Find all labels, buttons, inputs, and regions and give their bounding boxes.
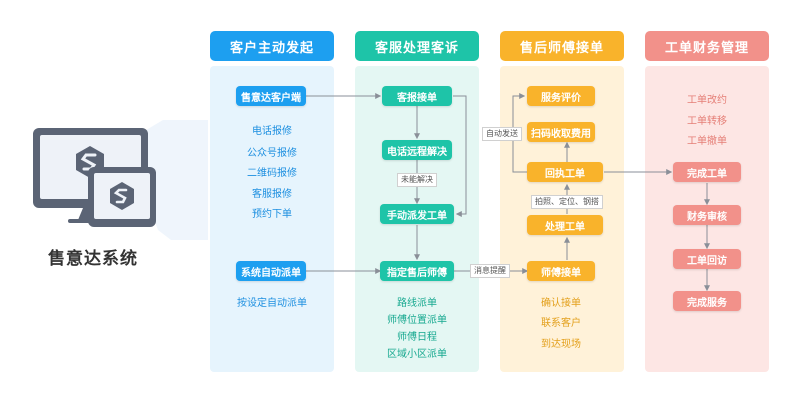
- list-item: 工单改约: [687, 95, 727, 106]
- tag-message: 消息提醒: [470, 264, 510, 278]
- column-bg-customer: [210, 66, 334, 372]
- header-worker: 售后师傅接单: [500, 31, 624, 61]
- list-item: 师傅位置派单: [387, 315, 447, 326]
- brand-title: 售意达系统: [48, 249, 138, 269]
- header-service: 客服处理客诉: [355, 31, 479, 61]
- node-manual-dispatch: 手动派发工单: [380, 204, 454, 224]
- node-auto-dispatch: 系统自动派单: [236, 261, 306, 281]
- node-assign-worker: 指定售后师傅: [380, 261, 454, 281]
- logo-icon-small: [110, 182, 134, 210]
- list-item: 公众号报修: [247, 148, 297, 159]
- node-done-service: 完成服务: [673, 291, 741, 311]
- tag-auto-send: 自动发送: [482, 127, 522, 141]
- list-item: 工单转移: [687, 116, 727, 127]
- node-eval: 服务评价: [527, 86, 595, 106]
- node-complete-order: 完成工单: [673, 162, 741, 182]
- node-process: 处理工单: [527, 215, 603, 235]
- node-revisit: 工单回访: [673, 249, 741, 269]
- list-item: 客服报修: [252, 189, 292, 200]
- node-return: 回执工单: [527, 162, 603, 182]
- node-accept: 师傅接单: [527, 261, 595, 281]
- list-item: 二维码报修: [247, 168, 297, 179]
- list-item: 师傅日程: [397, 332, 437, 343]
- list-item: 工单撤单: [687, 136, 727, 147]
- list-item: 路线派单: [397, 298, 437, 309]
- header-customer: 客户主动发起: [210, 31, 334, 61]
- node-remote: 电话远程解决: [382, 140, 452, 160]
- computer-illustration: [33, 120, 208, 240]
- list-item: 到达现场: [541, 339, 581, 350]
- node-receive: 客报接单: [382, 86, 452, 106]
- list-item: 按设定自动派单: [237, 298, 307, 309]
- list-item: 确认接单: [541, 298, 581, 309]
- node-fee: 扫码收取费用: [527, 122, 595, 142]
- list-item: 预约下单: [252, 209, 292, 220]
- arrow-receive-to-manual-side: [453, 95, 467, 217]
- node-finance-review: 财务审核: [673, 205, 741, 225]
- header-finance: 工单财务管理: [645, 31, 769, 61]
- tag-photo: 拍照、定位、钢搭: [531, 195, 603, 209]
- list-item: 联系客户: [541, 318, 581, 329]
- list-item: 区域小区派单: [387, 349, 447, 360]
- tag-unresolved: 未能解决: [397, 173, 437, 187]
- node-client: 售意达客户端: [236, 86, 306, 106]
- list-item: 电话报修: [252, 126, 292, 137]
